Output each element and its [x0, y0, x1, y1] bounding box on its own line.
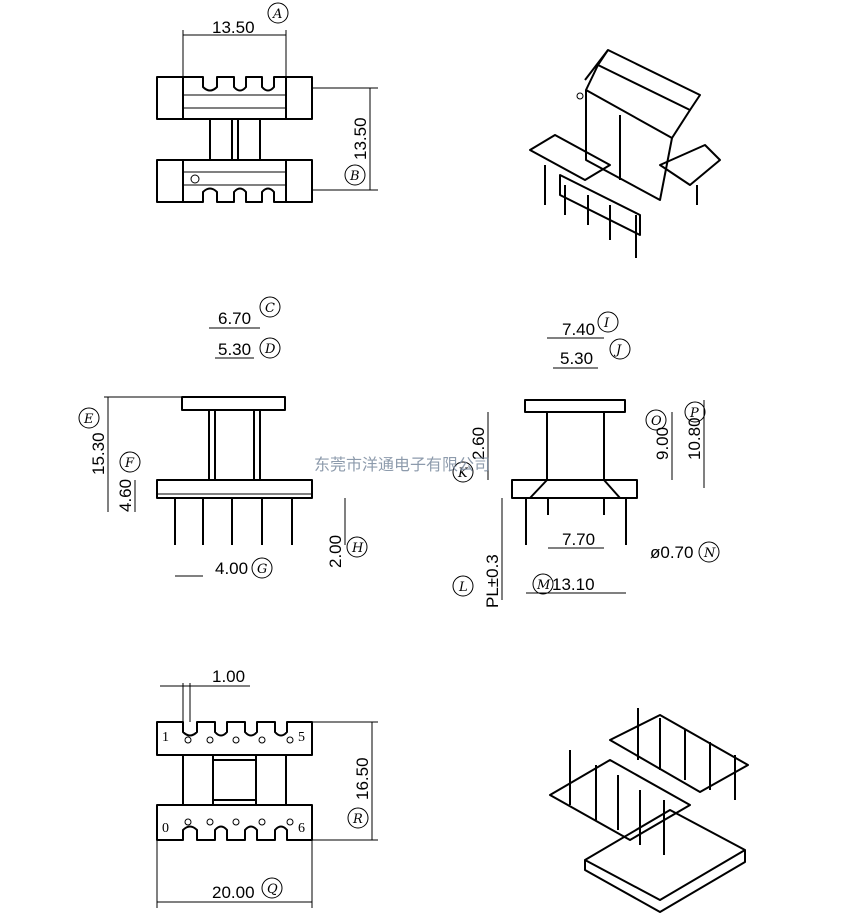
dim-P: 10.80 — [685, 417, 704, 460]
svg-text:G: G — [257, 562, 267, 577]
front-view: 6.70 5.30 15.30 4.60 2.00 4.00 — [89, 309, 346, 578]
dim-O: 9.00 — [653, 427, 672, 460]
pin-label-0: 0 — [162, 821, 169, 836]
svg-text:J: J — [613, 343, 622, 358]
pin-label-5: 5 — [298, 730, 305, 745]
svg-text:K: K — [457, 466, 469, 481]
dim-H: 2.00 — [326, 535, 345, 568]
dim-pitch: 1.00 — [212, 667, 245, 686]
dim-M: 13.10 — [552, 575, 595, 594]
svg-text:D: D — [264, 342, 276, 357]
tag-C: C — [259, 296, 281, 318]
svg-text:R: R — [352, 812, 363, 827]
tag-K: K — [452, 461, 474, 483]
dimension-tags: A B C D E F G H I J K L M N O P Q R — [78, 2, 720, 899]
svg-text:P: P — [689, 406, 699, 421]
side-view: 7.40 5.30 2.60 9.00 10.80 7.70 13.10 PL±… — [469, 320, 705, 608]
svg-text:B: B — [349, 169, 360, 184]
tag-L: L — [452, 575, 474, 597]
svg-text:I: I — [603, 316, 610, 331]
tag-G: G — [251, 557, 273, 579]
top-view: 13.50 13.50 — [156, 18, 378, 203]
pin-label-1: 1 — [162, 730, 169, 745]
tag-Q: Q — [261, 877, 283, 899]
dim-N: ø0.70 — [650, 543, 693, 562]
tag-D: D — [259, 337, 281, 359]
tag-F: F — [119, 451, 141, 473]
dim-K: 2.60 — [469, 427, 488, 460]
iso-view-bottom — [549, 708, 749, 913]
iso-view-top — [529, 49, 721, 258]
tag-O: O — [645, 409, 667, 431]
dim-G: 4.00 — [215, 559, 248, 578]
svg-text:F: F — [124, 456, 135, 471]
svg-text:M: M — [536, 578, 551, 593]
svg-text:N: N — [703, 546, 716, 561]
svg-text:H: H — [351, 541, 364, 556]
tag-N: N — [698, 541, 720, 563]
svg-text:L: L — [458, 580, 468, 595]
dim-C: 6.70 — [218, 309, 251, 328]
bottom-view: 1 5 0 6 1.00 16.50 20.00 — [156, 667, 378, 908]
svg-text:Q: Q — [267, 882, 278, 897]
tag-E: E — [78, 407, 100, 429]
dim-E: 15.30 — [89, 432, 108, 475]
dim-J: 5.30 — [560, 349, 593, 368]
svg-text:A: A — [272, 7, 282, 22]
dim-L: PL±0.3 — [483, 554, 502, 608]
tag-A: A — [267, 2, 289, 24]
svg-text:E: E — [83, 412, 94, 427]
tag-B: B — [344, 164, 366, 186]
dim-B: 13.50 — [351, 117, 370, 160]
tag-H: H — [346, 536, 368, 558]
dim-A: 13.50 — [212, 18, 255, 37]
dim-F: 4.60 — [116, 479, 135, 512]
svg-text:O: O — [651, 414, 662, 429]
tag-P: P — [684, 401, 706, 423]
company-watermark: 东莞市洋通电子有限公司 — [314, 455, 490, 474]
dim-I: 7.40 — [562, 320, 595, 339]
dim-Q: 20.00 — [212, 883, 255, 902]
tag-M: M — [532, 573, 554, 595]
dim-R: 16.50 — [353, 757, 372, 800]
dim-D: 5.30 — [218, 340, 251, 359]
dim-M2: 7.70 — [562, 530, 595, 549]
tag-R: R — [347, 807, 369, 829]
svg-text:C: C — [265, 301, 275, 316]
tag-J: J — [609, 338, 631, 360]
tag-I: I — [597, 311, 619, 333]
pin-label-6: 6 — [298, 821, 305, 836]
